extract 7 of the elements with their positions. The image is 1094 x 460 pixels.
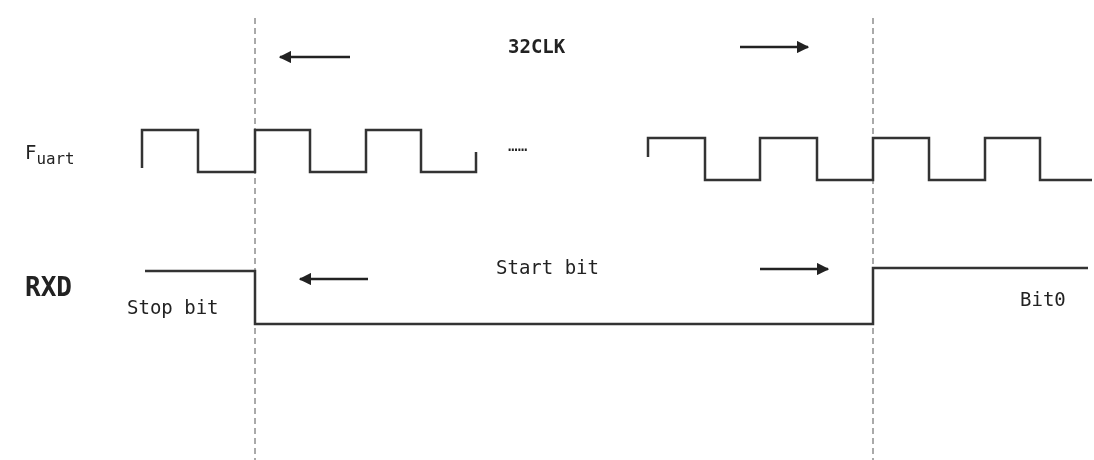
clock-count-label: 32CLK [508,37,566,56]
bit-label: Stop bit [127,298,219,317]
ellipsis: …… [508,138,528,154]
signal-label: RXD [25,274,72,300]
bit-label: Start bit [496,258,599,277]
bit-label: Bit0 [1020,290,1066,309]
signal-label: F$_{uart}$ [25,143,75,167]
